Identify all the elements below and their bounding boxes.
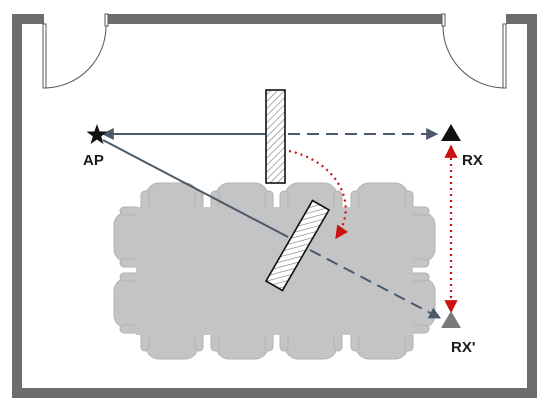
door-jamb-right-a [502,23,507,89]
ray-panel-to-rxprime-dashed [309,249,442,319]
wall-left [12,14,22,398]
door-jamb-right-b [441,13,446,27]
door-jamb-left-a [42,23,47,89]
wall-top-left-stub [12,14,44,24]
wall-right [527,14,537,398]
rotation-arrow [288,149,349,240]
label-rx: RX [462,152,483,169]
conference-table-group [113,182,436,360]
door-swing-left [45,25,107,89]
triangle-icon [441,311,461,328]
wall-bottom [12,388,537,398]
triangle-icon [441,124,461,141]
obstacle-panel-upright [265,89,286,184]
star-icon [86,124,108,144]
label-ap: AP [83,152,104,169]
wall-top-right-stub [506,14,537,24]
wall-top [108,14,442,24]
door-swing-right [442,25,504,89]
label-rx-prime: RX' [451,339,475,356]
ray-ap-to-panel-solid [102,139,289,238]
door-jamb-left-b [104,13,109,27]
obstacle-panel-rotated [264,199,331,292]
